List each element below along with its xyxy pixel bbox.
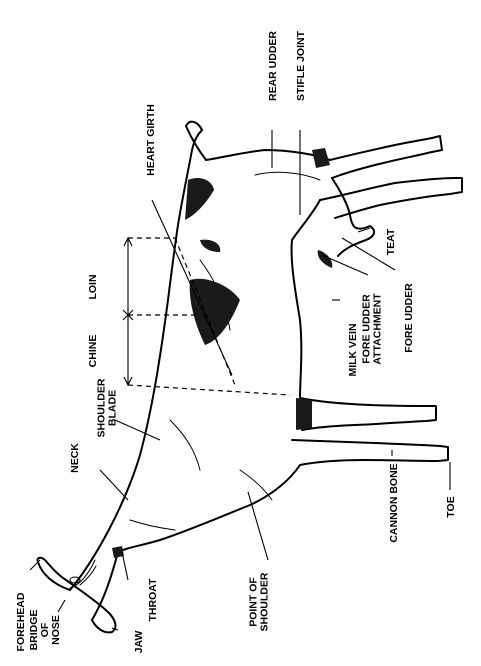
goat-body-detail-4 <box>255 172 320 180</box>
chine-guide-bottom <box>128 385 290 395</box>
label-jaw: JAW <box>133 631 145 654</box>
goat-shade-belly <box>200 240 220 252</box>
label-cannon-bone: CANNON BONE <box>388 463 400 542</box>
label-throat: THROAT <box>147 578 159 622</box>
goat-rump <box>206 150 330 160</box>
label-milk-vein: MILK VEIN <box>347 323 359 376</box>
goat-illustration <box>37 122 462 633</box>
goat-front-leg-upper <box>300 398 436 430</box>
goat-shade-knee <box>296 398 312 430</box>
label-fore-udder-attachment: FORE UDDERATTACHMENT <box>361 293 384 365</box>
label-teat: TEAT <box>385 228 397 255</box>
label-stifle-joint: STIFLE JOINT <box>295 30 307 101</box>
goat-rear-leg-lower <box>320 178 462 218</box>
labels: REAR UDDER STIFLE JOINT HEART GIRTH TEAT… <box>15 30 457 653</box>
goat-shade-hock <box>312 148 330 168</box>
label-toe: TOE <box>445 496 457 517</box>
goat-shade-flank <box>190 279 240 345</box>
goat-belly <box>292 200 320 398</box>
label-loin: LOIN <box>87 274 99 299</box>
label-shoulder-blade-text: SHOULDERBLADE <box>96 378 119 437</box>
bridge-of-nose-leader <box>58 600 65 612</box>
label-forehead: FOREHEAD <box>15 592 27 651</box>
label-bridge-of-nose-text: BRIDGEOFNOSE <box>28 610 62 651</box>
shoulder-blade-leader <box>115 420 160 440</box>
measurement-guides <box>123 238 290 395</box>
neck-leader <box>100 470 128 500</box>
label-chine: CHINE <box>87 335 99 368</box>
label-point-of-shoulder-text: POINT OFSHOULDER <box>248 572 271 631</box>
goat-chest <box>118 465 300 552</box>
label-fore-udder: FORE UDDER <box>403 283 415 353</box>
label-heart-girth: HEART GIRTH <box>145 104 157 176</box>
goat-body-detail-2 <box>170 420 200 470</box>
label-point-of-shoulder: POINT OFSHOULDER <box>248 572 271 631</box>
label-neck: NECK <box>69 443 81 473</box>
label-fore-udder-attachment-text: FORE UDDERATTACHMENT <box>361 293 384 365</box>
label-rear-udder: REAR UDDER <box>267 31 279 101</box>
goat-shade-hip <box>185 178 214 220</box>
goat-front-leg-lower <box>292 440 448 465</box>
throat-leader <box>122 552 128 580</box>
goat-rear-leg-upper <box>330 136 442 178</box>
label-shoulder-blade: SHOULDERBLADE <box>96 378 119 437</box>
goat-body-detail-5 <box>130 520 175 530</box>
leader-lines <box>30 130 450 630</box>
goat-tail <box>186 122 206 160</box>
label-bridge-of-nose: BRIDGEOFNOSE <box>28 610 62 651</box>
